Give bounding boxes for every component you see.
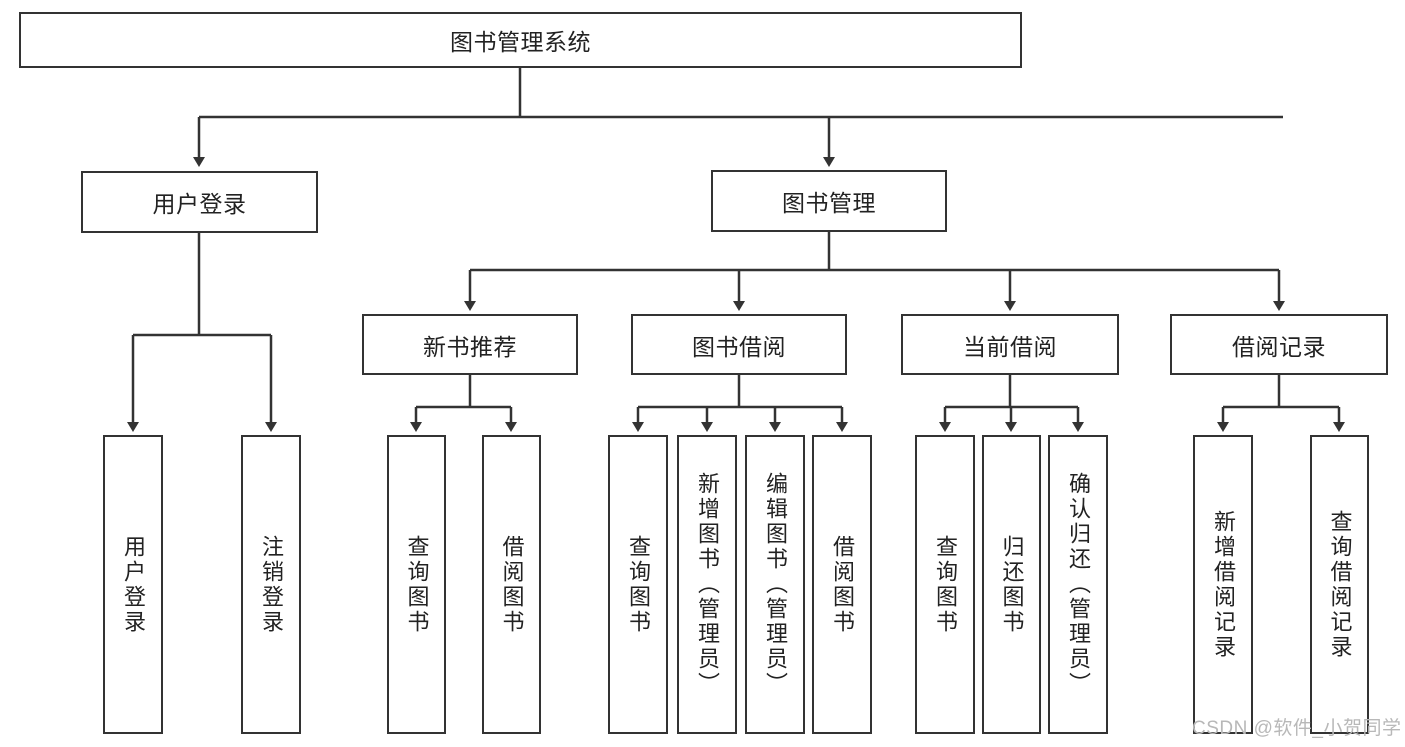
node-leaf-borrow-book-1-label: 借阅图书 [499, 534, 525, 635]
node-current-borrow[interactable]: 当前借阅 [901, 314, 1119, 375]
node-leaf-user-login-label: 用户登录 [121, 534, 146, 635]
node-leaf-query-book-2[interactable]: 查询图书 [608, 435, 668, 734]
node-leaf-edit-book[interactable]: 编辑图书（管理员） [745, 435, 805, 734]
node-book-manage[interactable]: 图书管理 [711, 170, 947, 232]
node-root-label: 图书管理系统 [450, 29, 591, 55]
node-leaf-query-book-3[interactable]: 查询图书 [915, 435, 975, 734]
node-new-book-recommend-label: 新书推荐 [423, 333, 517, 360]
node-leaf-query-book-2-label: 查询图书 [626, 534, 651, 635]
node-leaf-query-book-3-label: 查询图书 [933, 534, 958, 635]
csdn-watermark: CSDN @软件_小贺同学 [1192, 718, 1402, 739]
node-leaf-user-logout-label: 注销登录 [259, 534, 284, 635]
node-leaf-add-record-label: 新增借阅记录 [1211, 509, 1236, 660]
node-new-book-recommend[interactable]: 新书推荐 [362, 314, 578, 375]
node-user-login-label: 用户登录 [152, 191, 247, 217]
node-book-manage-label: 图书管理 [782, 190, 876, 216]
node-borrow-record[interactable]: 借阅记录 [1170, 314, 1388, 375]
node-current-borrow-label: 当前借阅 [963, 333, 1057, 360]
node-root[interactable]: 图书管理系统 [19, 12, 1022, 68]
node-leaf-confirm-return[interactable]: 确认归还（管理员） [1048, 435, 1108, 734]
node-book-borrow-label: 图书借阅 [692, 333, 786, 360]
node-user-login[interactable]: 用户登录 [81, 171, 318, 233]
node-leaf-query-record-label: 查询借阅记录 [1327, 509, 1353, 660]
node-leaf-borrow-book-2[interactable]: 借阅图书 [812, 435, 872, 734]
node-leaf-query-book-1[interactable]: 查询图书 [387, 435, 446, 734]
node-leaf-query-record[interactable]: 查询借阅记录 [1310, 435, 1369, 734]
node-leaf-return-book[interactable]: 归还图书 [982, 435, 1041, 734]
node-leaf-add-book[interactable]: 新增图书（管理员） [677, 435, 737, 734]
node-borrow-record-label: 借阅记录 [1232, 333, 1326, 360]
node-leaf-borrow-book-2-label: 借阅图书 [830, 534, 855, 635]
node-leaf-query-book-1-label: 查询图书 [404, 534, 430, 635]
node-leaf-edit-book-label: 编辑图书（管理员） [763, 472, 788, 697]
node-book-borrow[interactable]: 图书借阅 [631, 314, 847, 375]
node-leaf-user-login[interactable]: 用户登录 [103, 435, 163, 734]
node-leaf-borrow-book-1[interactable]: 借阅图书 [482, 435, 541, 734]
node-leaf-user-logout[interactable]: 注销登录 [241, 435, 301, 734]
node-leaf-return-book-label: 归还图书 [999, 534, 1025, 635]
node-leaf-add-record[interactable]: 新增借阅记录 [1193, 435, 1253, 734]
node-leaf-confirm-return-label: 确认归还（管理员） [1066, 472, 1091, 697]
node-leaf-add-book-label: 新增图书（管理员） [695, 472, 720, 697]
